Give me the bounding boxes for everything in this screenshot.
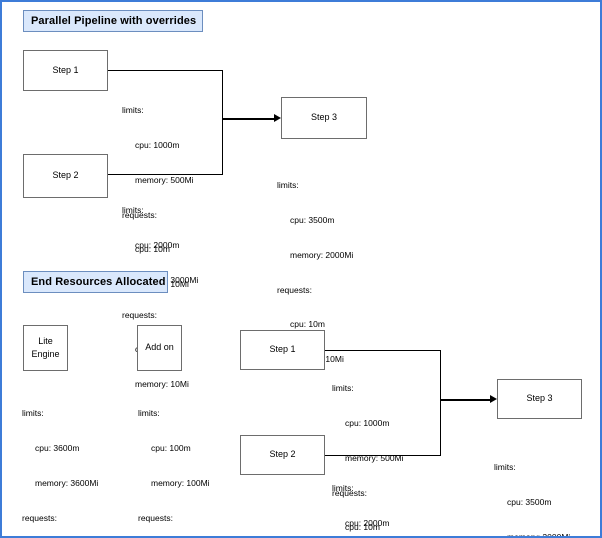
node-top-step-2-label: Step 2: [52, 170, 79, 181]
spec-lite-engine-limits-cpu: cpu: 3600m: [35, 442, 80, 453]
spec-top-step-2-limits-key: limits:: [122, 205, 144, 216]
spec-bottom-step-1-requests-key: requests:: [332, 487, 367, 498]
spec-top-step-1-limits-memory: memory: 500Mi: [135, 174, 194, 185]
spec-bottom-step-1-requests-cpu: cpu: 10m: [345, 522, 380, 533]
spec-bottom-step-3-limits-cpu: cpu: 3500m: [507, 496, 552, 507]
spec-bottom-step-1-limits-key: limits:: [332, 383, 354, 394]
spec-top-step-1-limits-cpu: cpu: 1000m: [135, 139, 180, 150]
spec-add-on-limits-memory: memory: 100Mi: [151, 477, 210, 488]
node-top-step-3[interactable]: Step 3: [281, 97, 367, 139]
spec-bottom-step-3-limits-memory: memory: 2000Mi: [507, 531, 571, 538]
section-banner-parallel-pipeline-label: Parallel Pipeline with overrides: [31, 15, 197, 27]
spec-top-step-3-limits-cpu: cpu: 3500m: [290, 214, 335, 225]
node-bottom-step-1[interactable]: Step 1: [240, 330, 325, 370]
spec-lite-engine-limits-memory: memory: 3600Mi: [35, 477, 99, 488]
spec-top-step-1-limits-key: limits:: [122, 105, 144, 116]
node-bottom-step-2-label: Step 2: [269, 449, 296, 460]
section-banner-end-resources-label: End Resources Allocated: [31, 276, 166, 288]
spec-top-step-2: limits: cpu: 2000m memory: 3000Mi reques…: [122, 182, 198, 414]
connector-top-junction-vertical: [222, 70, 223, 175]
node-top-step-1[interactable]: Step 1: [23, 50, 108, 91]
connector-bottom-arrow-shaft: [440, 399, 490, 401]
spec-top-step-3-limits-key: limits:: [277, 180, 299, 191]
arrowhead-bottom-to-step3-icon: [490, 395, 497, 403]
spec-bottom-step-1-limits-memory: memory: 500Mi: [345, 452, 404, 463]
section-banner-end-resources[interactable]: End Resources Allocated: [23, 271, 168, 293]
spec-bottom-step-3: limits: cpu: 3500m memory: 2000Mi reques…: [494, 439, 571, 538]
node-top-step-1-label: Step 1: [52, 64, 79, 75]
node-add-on[interactable]: Add on: [137, 325, 182, 371]
spec-top-step-1-requests-cpu: cpu: 10m: [135, 244, 170, 255]
connector-bottom-step1-horizontal: [325, 350, 440, 351]
node-lite-engine[interactable]: Lite Engine: [23, 325, 68, 371]
spec-add-on: limits: cpu: 100m memory: 100Mi requests…: [138, 385, 210, 536]
spec-bottom-step-1-limits-cpu: cpu: 1000m: [345, 417, 390, 428]
spec-bottom-step-2-limits-key: limits:: [332, 483, 354, 494]
node-bottom-step-2[interactable]: Step 2: [240, 435, 325, 475]
spec-add-on-limits-key: limits:: [138, 408, 160, 419]
node-top-step-3-label: Step 3: [310, 112, 338, 123]
spec-bottom-step-2-limits-cpu: cpu: 2000m: [345, 517, 390, 528]
spec-bottom-step-2: limits: cpu: 2000m memory: 3000Mi reques…: [332, 460, 408, 536]
spec-top-step-3-requests-key: requests:: [277, 284, 312, 295]
connector-top-step2-horizontal: [108, 174, 222, 175]
spec-top-step-2-limits-cpu: cpu: 2000m: [135, 239, 180, 250]
spec-top-step-2-requests-key: requests:: [122, 309, 157, 320]
spec-add-on-requests-key: requests:: [138, 512, 173, 523]
spec-bottom-step-1: limits: cpu: 1000m memory: 500Mi request…: [332, 360, 404, 536]
spec-lite-engine: limits: cpu: 3600m memory: 3600Mi reques…: [22, 385, 99, 536]
spec-top-step-3-requests-cpu: cpu: 10m: [290, 319, 325, 330]
connector-bottom-junction-vertical: [440, 350, 441, 456]
spec-top-step-2-requests-memory: memory: 10Mi: [135, 379, 189, 390]
node-lite-engine-label-line2: Engine: [31, 349, 60, 359]
connector-top-step1-horizontal: [108, 70, 222, 71]
spec-top-step-3-limits-memory: memory: 2000Mi: [290, 249, 354, 260]
node-bottom-step-3[interactable]: Step 3: [497, 379, 582, 419]
connector-bottom-step2-horizontal: [325, 455, 440, 456]
node-bottom-step-1-label: Step 1: [269, 344, 296, 355]
spec-top-step-1-requests-key: requests:: [122, 209, 157, 220]
spec-add-on-limits-cpu: cpu: 100m: [151, 442, 191, 453]
spec-lite-engine-limits-key: limits:: [22, 408, 44, 419]
node-lite-engine-label-line1: Lite: [38, 335, 53, 346]
arrowhead-top-to-step3-icon: [274, 114, 281, 122]
spec-lite-engine-requests-key: requests:: [22, 512, 57, 523]
node-bottom-step-3-label: Step 3: [526, 393, 553, 404]
node-add-on-label: Add on: [145, 342, 174, 353]
section-banner-parallel-pipeline[interactable]: Parallel Pipeline with overrides: [23, 10, 203, 32]
node-top-step-2[interactable]: Step 2: [23, 154, 108, 198]
node-lite-engine-label: Lite Engine: [31, 335, 59, 361]
spec-bottom-step-3-limits-key: limits:: [494, 462, 516, 473]
connector-top-arrow-shaft: [222, 118, 274, 120]
